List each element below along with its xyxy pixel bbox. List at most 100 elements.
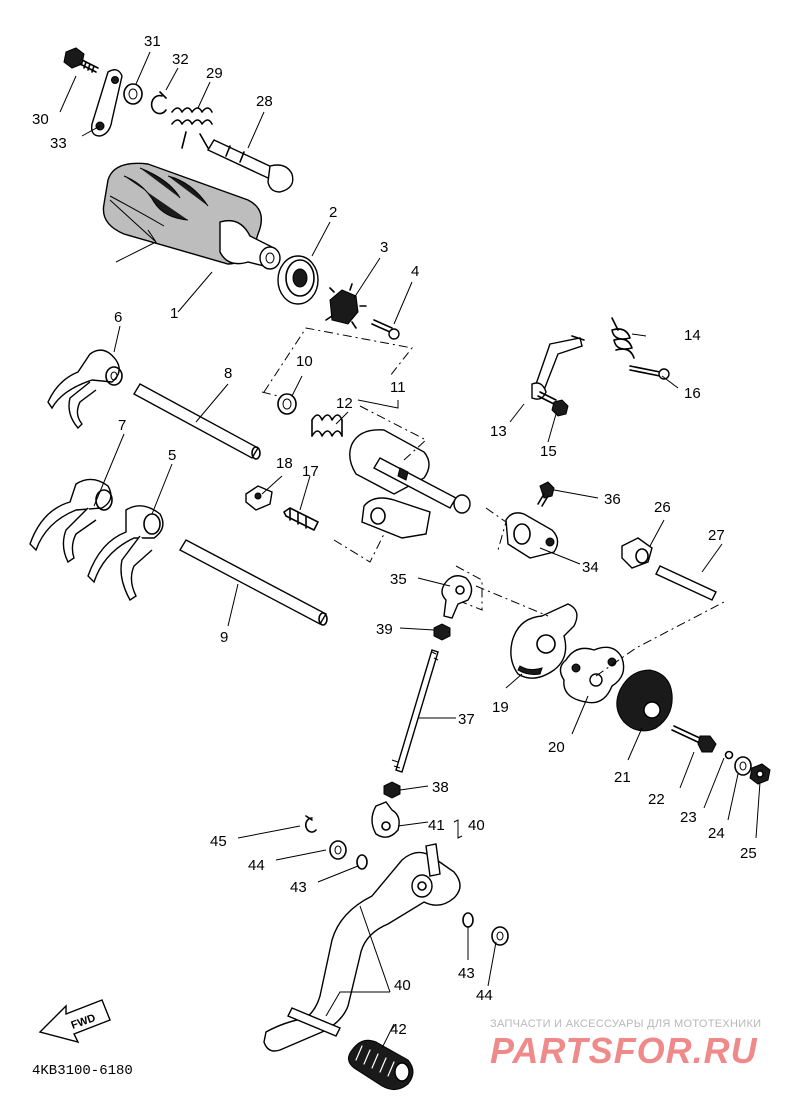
part-15-bolt: [537, 391, 569, 417]
part-44-washer-upper: [329, 840, 347, 860]
part-label-7: 7: [118, 417, 126, 434]
part-14-spring: [611, 317, 635, 359]
part-label-18: 18: [276, 455, 293, 472]
part-42-rubber: [348, 1039, 414, 1090]
part-label-4: 4: [411, 263, 419, 280]
part-number-labels: 1 2 3 4 5 6 7 8 9 10 11 12 13 14 15 16 1…: [32, 33, 757, 1038]
part-label-38: 38: [432, 779, 449, 796]
part-23-washer: [724, 750, 734, 760]
part-label-40-top: 40: [468, 817, 485, 834]
part-33-stopper-lever: [90, 69, 123, 137]
part-8-guide-bar: [133, 383, 261, 460]
part-label-22: 22: [648, 791, 665, 808]
part-21-segment: [616, 669, 673, 732]
part-label-9: 9: [220, 629, 228, 646]
part-label-12: 12: [336, 395, 353, 412]
part-43-bushing-lower: [462, 912, 474, 928]
part-19-stopper-lever: [510, 603, 578, 679]
part-label-35: 35: [390, 571, 407, 588]
part-30-bolt: [63, 47, 99, 73]
part-38-nut: [383, 781, 401, 799]
part-22-bolt: [671, 725, 717, 753]
watermark-tagline: ЗАПЧАСТИ И АКСЕССУАРЫ ДЛЯ МОТОТЕХНИКИ: [490, 1018, 762, 1030]
part-label-19: 19: [492, 699, 509, 716]
part-39-nut: [433, 623, 451, 641]
part-label-34: 34: [582, 559, 599, 576]
part-label-10: 10: [296, 353, 313, 370]
part-label-30: 30: [32, 111, 49, 128]
part-13-stopper: [531, 335, 585, 400]
part-label-44-lower: 44: [476, 987, 493, 1004]
drawing-code: 4KB3100-6180: [32, 1063, 133, 1079]
part-label-17: 17: [302, 463, 319, 480]
leader-lines: [59, 51, 761, 1049]
part-37-shift-rod: [391, 649, 439, 773]
part-label-42: 42: [390, 1021, 407, 1038]
part-41-rod-end: [371, 801, 400, 838]
part-4-screw: [371, 319, 400, 340]
part-31-washer: [123, 83, 143, 105]
part-label-24: 24: [708, 825, 725, 842]
part-36-bolt: [537, 481, 555, 507]
part-label-6: 6: [114, 309, 122, 326]
part-32-circlip: [150, 91, 167, 115]
part-label-25: 25: [740, 845, 757, 862]
part-26-collar: [621, 537, 653, 569]
part-label-26: 26: [654, 499, 671, 516]
part-6-shift-fork: [47, 349, 123, 430]
part-27-pin: [655, 565, 717, 601]
part-label-43-upper: 43: [290, 879, 307, 896]
part-label-31: 31: [144, 33, 161, 50]
part-label-44-upper: 44: [248, 857, 265, 874]
part-43-bushing-upper: [356, 854, 368, 870]
part-label-28: 28: [256, 93, 273, 110]
part-label-14: 14: [684, 327, 701, 344]
part-label-16: 16: [684, 385, 701, 402]
part-label-8: 8: [224, 365, 232, 382]
part-label-39: 39: [376, 621, 393, 638]
part-29-spring: [171, 107, 213, 149]
part-label-23: 23: [680, 809, 697, 826]
part-label-36: 36: [604, 491, 621, 508]
part-44-washer-lower: [491, 926, 509, 946]
part-label-33: 33: [50, 135, 67, 152]
part-35-rod-end: [441, 575, 473, 619]
part-label-1: 1: [170, 305, 178, 322]
part-label-29: 29: [206, 65, 223, 82]
part-20-plate: [559, 646, 625, 704]
part-9-guide-bar: [179, 539, 328, 626]
part-10-washer: [277, 393, 297, 415]
part-label-41: 41: [428, 817, 445, 834]
part-label-2: 2: [329, 204, 337, 221]
part-45-circlip: [305, 815, 317, 833]
part-12-spring: [311, 414, 343, 437]
part-1-shift-drum: [102, 162, 281, 270]
part-label-15: 15: [540, 443, 557, 460]
part-label-45: 45: [210, 833, 227, 850]
fwd-arrow-icon: [38, 999, 111, 1044]
assembly-dashed-lines: [261, 327, 725, 677]
part-16-bolt: [629, 365, 670, 380]
part-5-shift-fork: [87, 505, 164, 602]
part-24-washer: [734, 756, 752, 776]
part-label-3: 3: [380, 239, 388, 256]
part-label-13: 13: [490, 423, 507, 440]
part-40-shift-pedal: [263, 843, 461, 1052]
part-11-shift-shaft: [349, 429, 471, 539]
part-18-collar: [245, 485, 273, 511]
part-label-37: 37: [458, 711, 475, 728]
part-label-11: 11: [390, 379, 406, 396]
part-2-bearing: [277, 255, 319, 305]
part-label-27: 27: [708, 527, 725, 544]
part-label-43-lower: 43: [458, 965, 475, 982]
part-label-32: 32: [172, 51, 189, 68]
watermark-brand: PARTSFOR.RU: [490, 1030, 758, 1071]
part-label-20: 20: [548, 739, 565, 756]
part-25-nut: [749, 763, 771, 785]
part-28-shaft: [207, 139, 294, 193]
part-17-pin: [283, 507, 319, 531]
part-34-shift-arm: [505, 512, 559, 559]
part-3-segment: [325, 283, 367, 329]
part-label-40-pedal: 40: [394, 977, 411, 994]
